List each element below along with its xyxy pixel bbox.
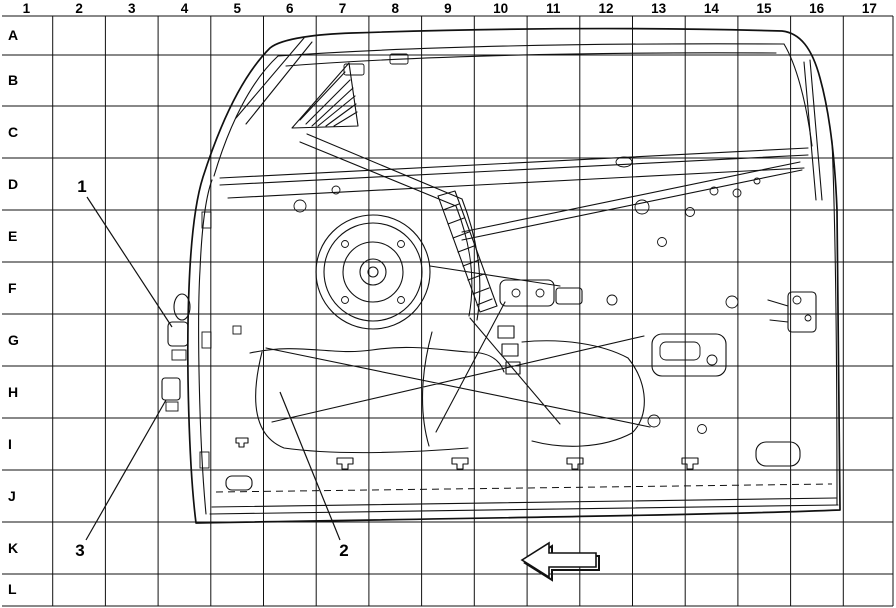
arrow-shadow bbox=[523, 544, 600, 582]
row-label-L: L bbox=[8, 581, 17, 597]
col-label-12: 12 bbox=[598, 1, 613, 16]
grid-column-labels: 1 2 3 4 5 6 7 8 9 10 11 12 13 14 15 16 1… bbox=[23, 1, 877, 16]
door-assembly-drawing bbox=[161, 27, 841, 524]
col-label-16: 16 bbox=[809, 1, 825, 16]
front-direction-arrow bbox=[520, 541, 600, 582]
regulator-rail-hatch bbox=[437, 190, 498, 313]
grid-horizontal-lines bbox=[2, 15, 893, 607]
door-edge-and-frame-lines bbox=[198, 43, 839, 515]
col-label-15: 15 bbox=[756, 1, 772, 16]
row-label-K: K bbox=[8, 540, 18, 556]
col-label-8: 8 bbox=[391, 1, 399, 16]
callout-3-label: 3 bbox=[75, 541, 84, 560]
col-label-17: 17 bbox=[862, 1, 877, 16]
col-label-3: 3 bbox=[128, 1, 136, 16]
row-label-I: I bbox=[8, 436, 12, 452]
part-1-connector bbox=[167, 293, 191, 361]
arrow-body bbox=[520, 541, 597, 579]
sail-panel-hatch bbox=[291, 62, 359, 129]
row-label-D: D bbox=[8, 176, 18, 192]
panel-detail-lines bbox=[235, 37, 823, 454]
callout-1-leader bbox=[86, 196, 173, 328]
row-label-B: B bbox=[8, 72, 18, 88]
row-label-G: G bbox=[8, 332, 19, 348]
inner-handle-and-latch bbox=[651, 291, 817, 377]
row-label-J: J bbox=[8, 488, 16, 504]
retainer-clips bbox=[235, 437, 699, 470]
weatherstrip-line bbox=[215, 483, 833, 493]
regulator-motor bbox=[499, 279, 583, 307]
callouts: 1 2 3 bbox=[75, 177, 348, 560]
reference-grid bbox=[2, 15, 894, 607]
col-label-1: 1 bbox=[23, 1, 31, 16]
row-label-A: A bbox=[8, 27, 18, 43]
col-label-2: 2 bbox=[75, 1, 83, 16]
speaker bbox=[315, 214, 431, 330]
grid-vertical-lines bbox=[52, 16, 894, 606]
harness-connector-stack bbox=[497, 325, 521, 375]
col-label-9: 9 bbox=[444, 1, 452, 16]
door-outer-outline bbox=[186, 27, 841, 524]
grid-row-labels: A B C D E F G H I J K L bbox=[8, 27, 19, 597]
col-label-10: 10 bbox=[493, 1, 508, 16]
panel-holes bbox=[293, 156, 761, 434]
callout-2-leader bbox=[279, 391, 341, 541]
part-3-connector bbox=[161, 377, 181, 412]
col-label-13: 13 bbox=[651, 1, 667, 16]
row-label-E: E bbox=[8, 228, 17, 244]
row-label-C: C bbox=[8, 124, 18, 140]
callout-2-label: 2 bbox=[339, 541, 348, 560]
row-label-H: H bbox=[8, 384, 18, 400]
callout-1-label: 1 bbox=[77, 177, 86, 196]
col-label-14: 14 bbox=[704, 1, 720, 16]
col-label-4: 4 bbox=[181, 1, 189, 16]
callout-3-leader bbox=[85, 399, 167, 541]
col-label-5: 5 bbox=[233, 1, 241, 16]
col-label-7: 7 bbox=[339, 1, 347, 16]
col-label-11: 11 bbox=[546, 1, 561, 16]
row-label-F: F bbox=[8, 280, 17, 296]
col-label-6: 6 bbox=[286, 1, 294, 16]
misc-brackets bbox=[199, 53, 801, 491]
